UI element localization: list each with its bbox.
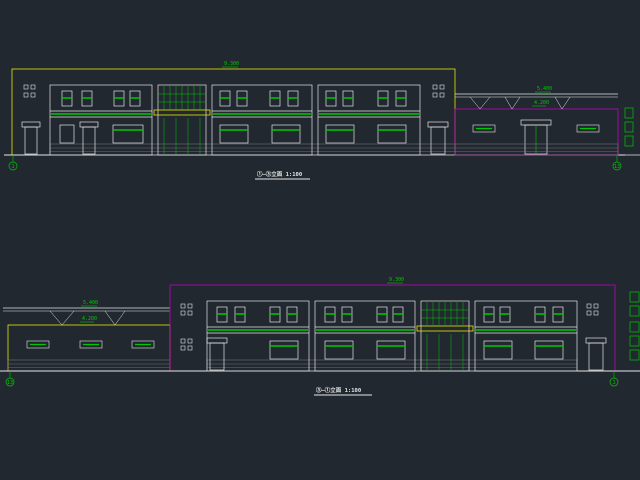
axis-label: 13 [614, 164, 620, 170]
axis-bubble-left-1: 1 [8, 155, 18, 171]
level-marker-annex-2: 5.400 4.200 [80, 300, 98, 323]
level-marker-main-1: 9.300 [222, 61, 239, 68]
plinth-hatch [50, 147, 455, 152]
central-entrance-2 [416, 300, 474, 372]
side-door-left [21, 121, 41, 155]
axis-bubble-left-2: 13 [5, 371, 15, 387]
section-marks-right-1 [620, 107, 640, 156]
axis-label: 13 [7, 380, 13, 386]
end-windows-right [432, 84, 445, 98]
bay-2-2-green-band [316, 313, 414, 347]
elevation-drawing-2: 9.300 5.400 4.200 13 1 ③—①立面 1:100 [0, 277, 640, 396]
elevation-drawing-1: 9.300 5.400 4.200 1 13 ①—③立面 1:100 [4, 61, 640, 180]
end-windows-left-2 [180, 303, 193, 351]
bay-1 [49, 84, 153, 156]
bay-2-1-green-band [208, 313, 308, 347]
bay-3-green-band [319, 97, 419, 131]
end-windows-right-2 [586, 303, 599, 316]
drawing-title-2: ③—①立面 1:100 [314, 386, 372, 396]
drawing-title-1: ①—③立面 1:100 [255, 170, 310, 180]
side-door-right-2 [585, 337, 607, 371]
bay-2-3 [474, 300, 578, 372]
level-text-main: 9.300 [389, 277, 404, 283]
drawing-title-text: ③—①立面 1:100 [316, 386, 361, 394]
end-windows-left [23, 84, 36, 98]
axis-bubble-right-2: 1 [609, 371, 619, 387]
level-text-annex: 5.400 [83, 300, 98, 306]
level-text-annex: 5.400 [537, 86, 552, 92]
annex-block [454, 93, 619, 156]
level-marker-annex-1: 5.400 4.200 [532, 86, 552, 107]
central-entrance [153, 84, 211, 156]
axis-bubble-right-1: 13 [612, 155, 622, 171]
bay-2-3-green-band [476, 313, 576, 347]
level-text-annex-inner: 4.200 [534, 100, 549, 106]
bay-1-green-band [51, 97, 151, 131]
level-text-main: 9.300 [224, 61, 239, 67]
drawing-title-text: ①—③立面 1:100 [257, 170, 302, 178]
level-marker-main-2: 9.300 [387, 277, 404, 284]
side-door-right [427, 121, 449, 155]
bay-2-green-band [213, 97, 311, 131]
section-marks-right-2 [629, 291, 640, 361]
axis-label: 1 [11, 164, 14, 170]
bay-2 [211, 84, 313, 156]
level-text-annex-inner: 4.200 [82, 316, 97, 322]
axis-label: 1 [612, 380, 615, 386]
annex-block-2 [3, 307, 171, 372]
